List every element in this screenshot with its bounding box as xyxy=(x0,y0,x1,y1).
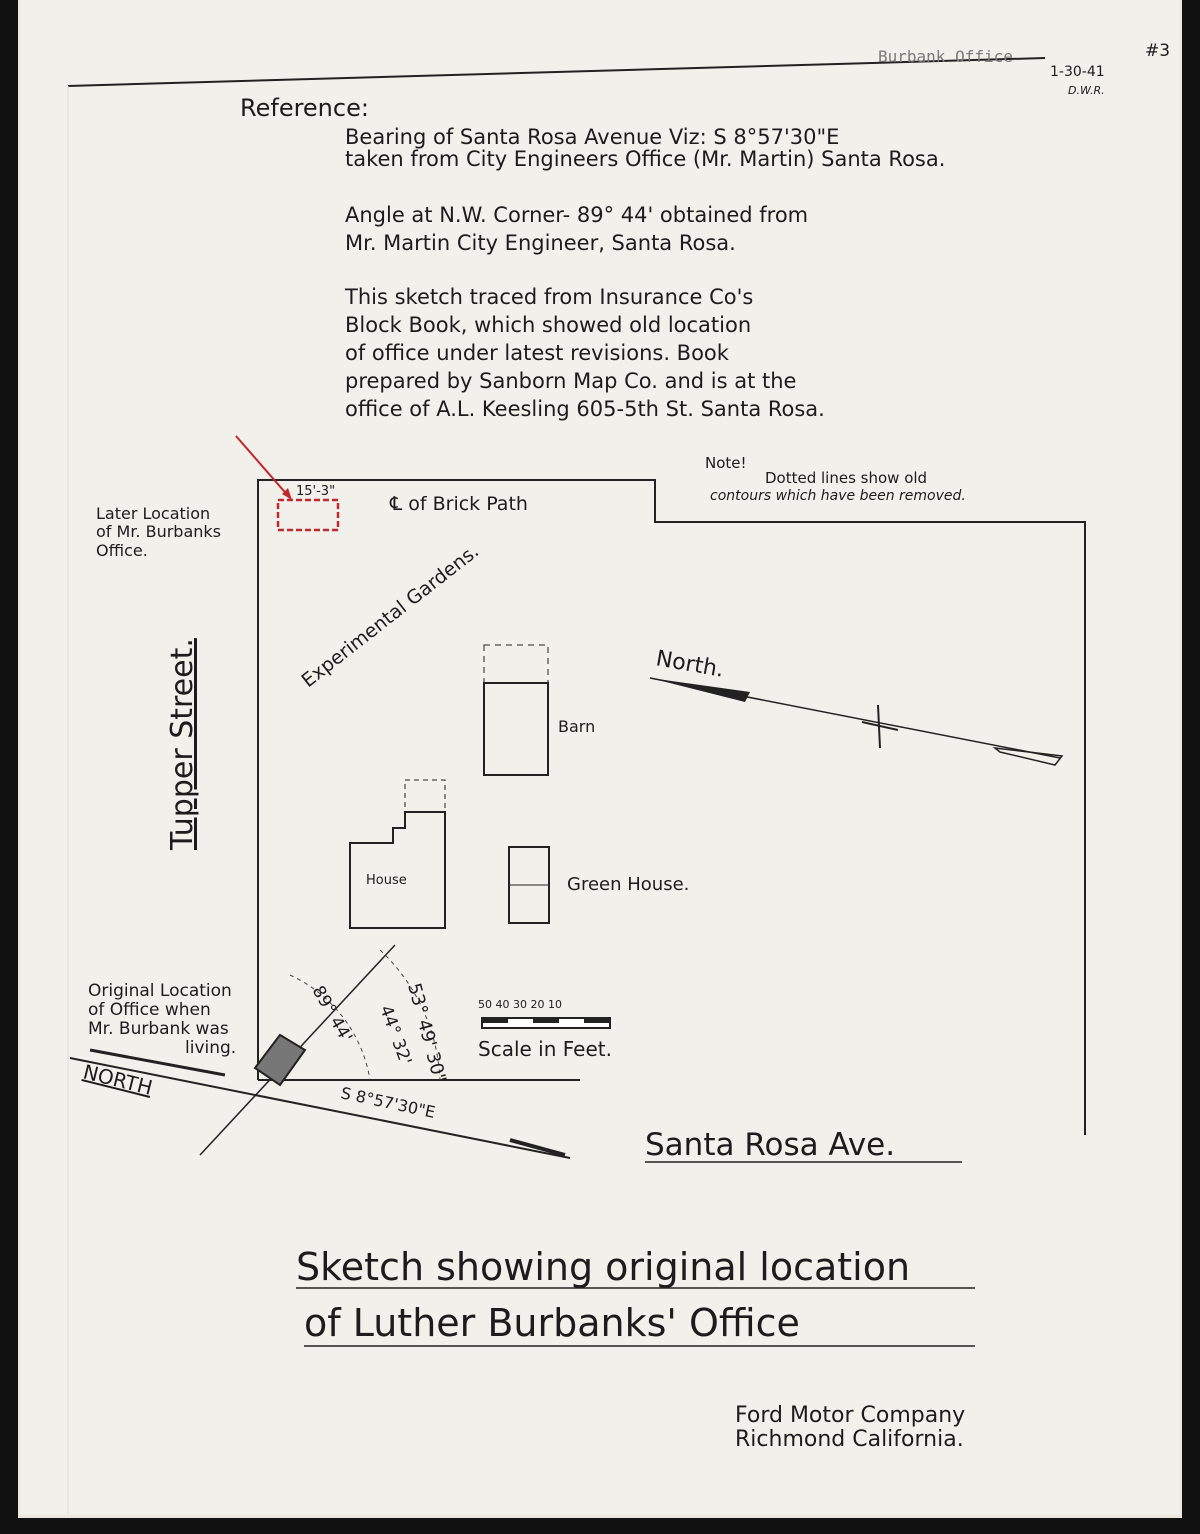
svg-text:Mr. Burbank was: Mr. Burbank was xyxy=(88,1019,229,1039)
north-arrow-icon xyxy=(649,677,1064,766)
header-rule xyxy=(67,57,1046,87)
later-location-label: Later Location of Mr. Burbanks Office. xyxy=(96,504,221,560)
house-label: House xyxy=(366,873,407,888)
svg-text:prepared by Sanborn Map Co. an: prepared by Sanborn Map Co. and is at th… xyxy=(345,369,796,393)
reference-text: Bearing of Santa Rosa Avenue Viz: S 8°57… xyxy=(344,125,945,421)
svg-text:Original Location: Original Location xyxy=(88,981,232,1001)
scale-bar xyxy=(481,1017,611,1029)
footer-location: Richmond California. xyxy=(735,1427,964,1452)
svg-text:This sketch traced from Insura: This sketch traced from Insurance Co's xyxy=(344,285,753,309)
header-initials: D.W.R. xyxy=(1068,84,1105,97)
note-line: contours which have been removed. xyxy=(710,488,966,504)
sheet-number: #3 xyxy=(1145,41,1170,61)
svg-text:office of A.L. Keesling 605-5t: office of A.L. Keesling 605-5th St. Sant… xyxy=(345,397,825,421)
svg-text:Mr. Martin City Engineer, Sant: Mr. Martin City Engineer, Santa Rosa. xyxy=(345,231,736,255)
santa-rosa-ave-label: Santa Rosa Ave. xyxy=(645,1127,895,1163)
sketch-title-line-1: Sketch showing original location xyxy=(296,1245,910,1289)
svg-text:Office.: Office. xyxy=(96,541,148,560)
tupper-street-label: Tupper Street. xyxy=(165,638,200,851)
svg-text:of Mr. Burbanks: of Mr. Burbanks xyxy=(96,522,221,541)
svg-text:Block Book, which showed old l: Block Book, which showed old location xyxy=(345,313,751,337)
later-office-location xyxy=(276,498,340,532)
house xyxy=(349,779,446,929)
note-line: Dotted lines show old xyxy=(765,469,927,487)
scale-label: Scale in Feet. xyxy=(478,1037,612,1061)
svg-text:Bearing of Santa Rosa Avenue V: Bearing of Santa Rosa Avenue Viz: S 8°57… xyxy=(345,125,839,149)
svg-text:taken from City Engineers Offi: taken from City Engineers Office (Mr. Ma… xyxy=(345,147,945,171)
svg-text:Angle at N.W. Corner- 89° 44': Angle at N.W. Corner- 89° 44' obtained f… xyxy=(345,203,808,227)
svg-text:Later Location: Later Location xyxy=(96,504,210,523)
reference-heading: Reference: xyxy=(240,94,369,122)
svg-text:of Office when: of Office when xyxy=(88,1000,211,1020)
green-house-label: Green House. xyxy=(567,874,689,895)
property-boundary xyxy=(257,479,1086,1135)
brick-path-label: ℄ of Brick Path xyxy=(389,493,528,515)
svg-text:living.: living. xyxy=(185,1038,236,1058)
santa-rosa-ave-line xyxy=(69,1057,571,1159)
scale-ticks: 50 40 30 20 10 xyxy=(478,998,562,1011)
note-heading: Note! xyxy=(705,454,747,472)
barn-label: Barn xyxy=(558,717,595,736)
header-date: 1-30-41 xyxy=(1050,64,1105,80)
green-house xyxy=(508,846,550,924)
header-stamp: Burbank Office xyxy=(878,47,1013,66)
original-location-label: Original Location of Office when Mr. Bur… xyxy=(88,981,236,1058)
footer-company: Ford Motor Company xyxy=(735,1403,965,1428)
barn xyxy=(483,644,549,776)
dimension-label: 15'-3" xyxy=(296,484,335,499)
svg-text:of office under latest revisio: of office under latest revisions. Book xyxy=(345,341,730,365)
original-office-location xyxy=(253,1033,307,1087)
sketch-title-line-2: of Luther Burbanks' Office xyxy=(304,1301,800,1345)
red-pointer-arrow xyxy=(235,435,291,499)
